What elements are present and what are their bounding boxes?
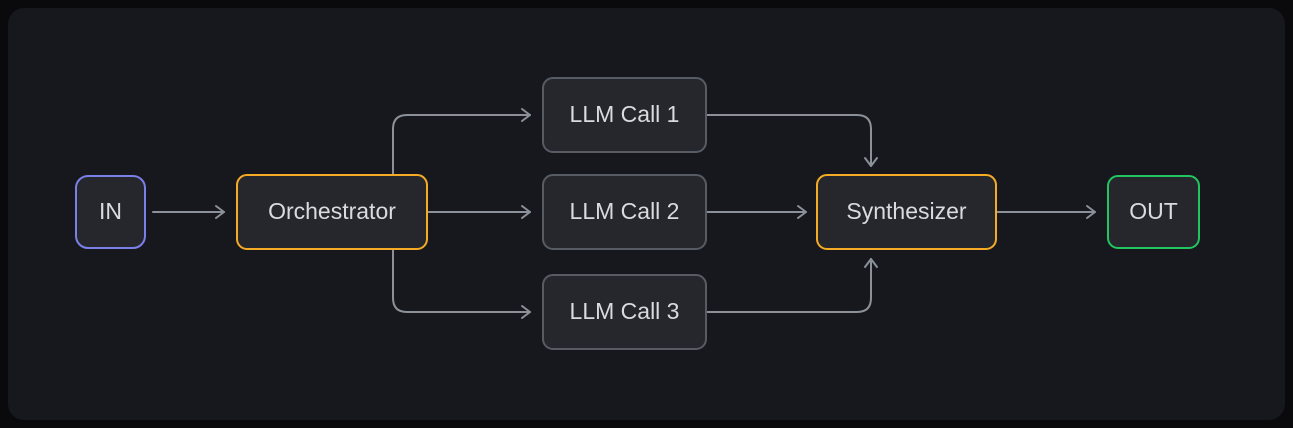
edge-orchestrator-to-llm2: [426, 205, 531, 219]
node-label: LLM Call 2: [570, 198, 680, 224]
arrowhead-icon: [1086, 205, 1096, 219]
node-label: Synthesizer: [846, 198, 967, 224]
node-synthesizer[interactable]: Synthesizer: [816, 174, 997, 250]
node-label: LLM Call 1: [570, 101, 680, 127]
node-label: LLM Call 3: [570, 298, 680, 324]
node-llm2[interactable]: LLM Call 2: [542, 174, 707, 250]
edge-orchestrator-to-llm1: [392, 108, 531, 176]
arrowhead-icon: [521, 108, 531, 122]
edge-llm3-to-synthesizer: [705, 258, 878, 313]
node-box: [75, 175, 146, 249]
arrowhead-icon: [864, 258, 878, 268]
node-orchestrator[interactable]: Orchestrator: [236, 174, 428, 250]
node-in[interactable]: IN: [75, 175, 146, 249]
edge-line: [392, 114, 531, 176]
node-llm1[interactable]: LLM Call 1: [542, 77, 707, 153]
node-label: IN: [99, 198, 122, 224]
edge-line: [705, 114, 872, 167]
edge-in-to-orchestrator: [152, 205, 225, 219]
edge-llm1-to-synthesizer: [705, 114, 878, 167]
node-box: [542, 274, 707, 350]
edges-layer: [152, 108, 1096, 319]
node-box: [236, 174, 428, 250]
edge-line: [705, 258, 872, 313]
arrowhead-icon: [797, 205, 807, 219]
arrowhead-icon: [215, 205, 225, 219]
arrowhead-icon: [521, 305, 531, 319]
node-label: Orchestrator: [268, 198, 396, 224]
node-box: [816, 174, 997, 250]
edge-orchestrator-to-llm3: [392, 248, 531, 319]
edge-line: [392, 248, 531, 313]
node-label: OUT: [1129, 198, 1178, 224]
arrowhead-icon: [521, 205, 531, 219]
nodes-layer: IN Orchestrator LLM Call 1 LLM Call 2 LLM Ca…: [75, 77, 1200, 350]
node-out[interactable]: OUT: [1107, 175, 1200, 249]
edge-synthesizer-to-out: [995, 205, 1096, 219]
node-box: [1107, 175, 1200, 249]
node-box: [542, 77, 707, 153]
arrowhead-icon: [864, 157, 878, 167]
node-box: [542, 174, 707, 250]
edge-llm2-to-synthesizer: [705, 205, 807, 219]
node-llm3[interactable]: LLM Call 3: [542, 274, 707, 350]
